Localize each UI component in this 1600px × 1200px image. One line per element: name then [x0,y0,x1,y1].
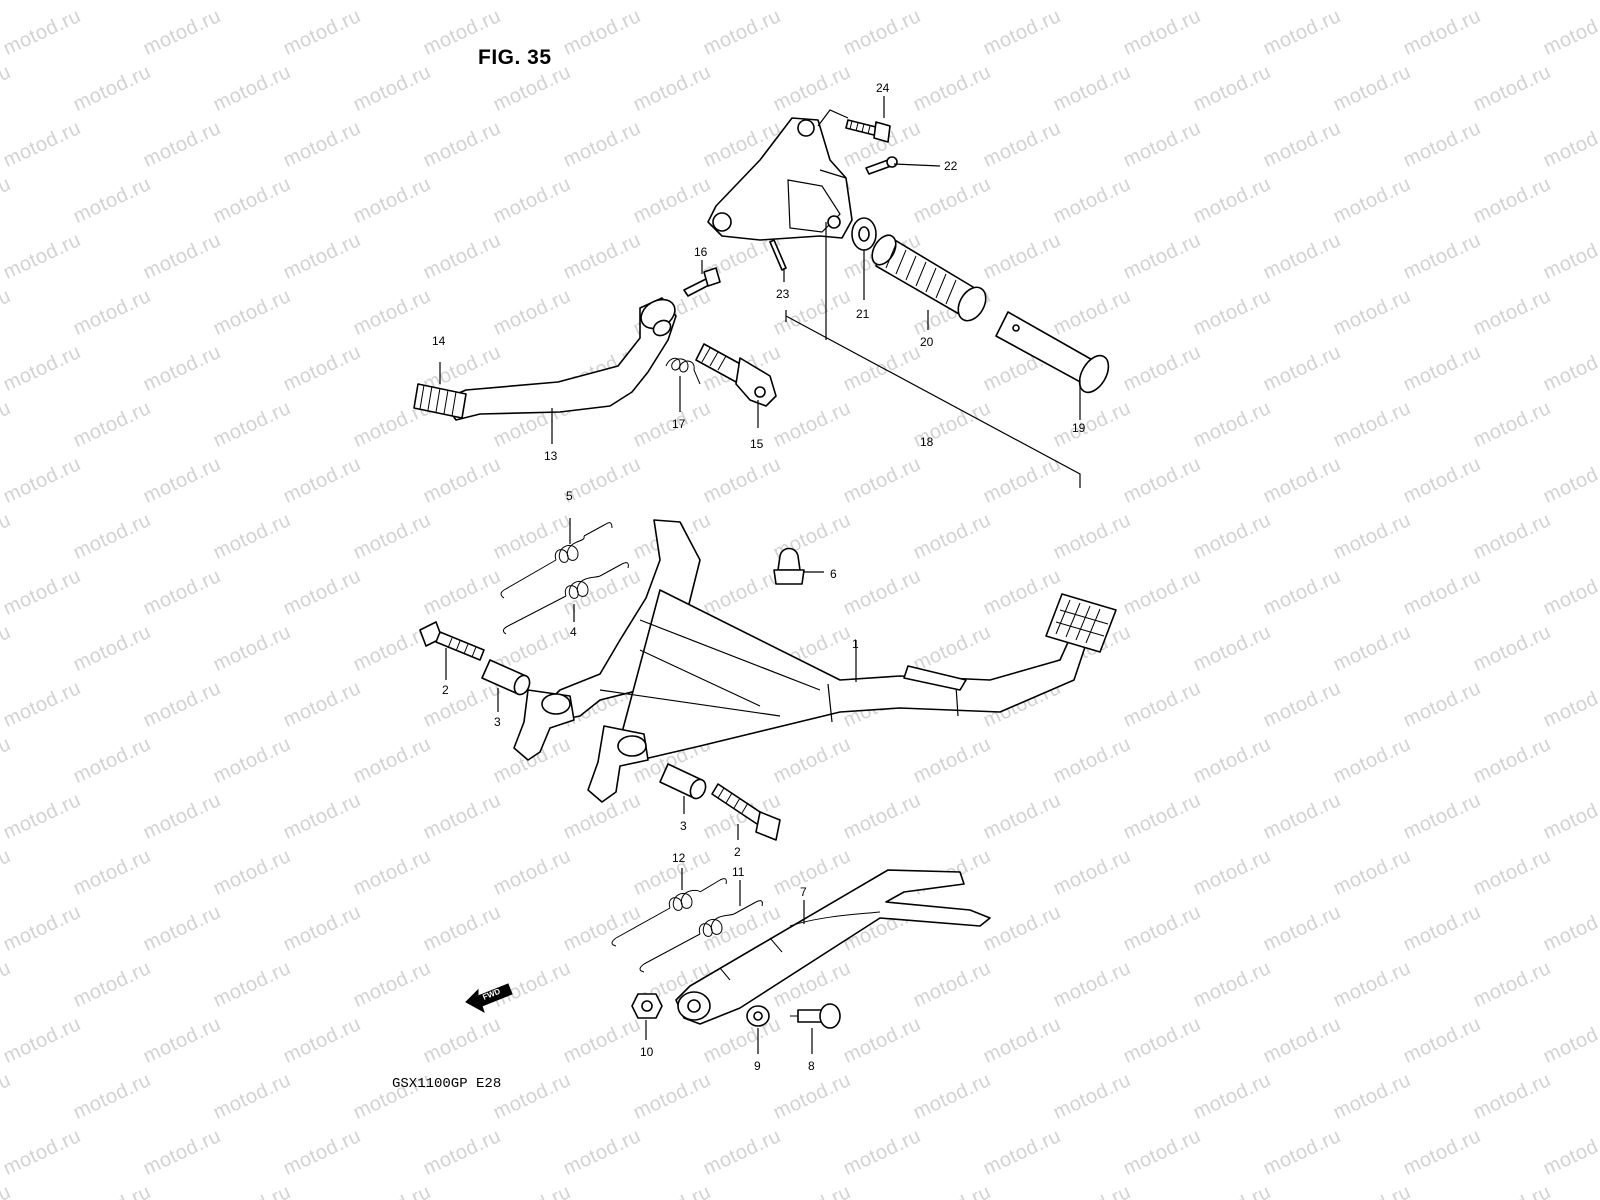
gearshift-lever-13-part [441,297,677,421]
callout-10: 10 [640,1045,654,1059]
callout-2a: 2 [442,683,449,697]
spring-12-part [611,878,727,947]
callout-18: 18 [920,435,934,449]
callout-9: 9 [754,1059,761,1073]
cotter-pin-23-part [769,239,787,271]
callout-13: 13 [544,449,558,463]
bushing-3a-part [481,659,531,696]
fwd-arrow-icon: FWD [465,983,513,1014]
callout-3a: 3 [494,715,501,729]
footrest-pin-19-part [995,311,1110,394]
callout-17: 17 [672,417,686,431]
callout-11: 11 [732,865,745,879]
callout-6: 6 [830,567,837,581]
callout-16: 16 [694,245,708,259]
bolt-24-part [845,119,891,143]
figure-title: FIG. 35 [478,46,552,69]
nut-10-part [631,993,663,1019]
model-code: GSX1100GP E28 [392,1076,502,1092]
callout-22: 22 [944,159,958,173]
gearshift-rubber-14-part [413,383,467,419]
footrest-rubber-20-part [871,234,987,322]
bolt-16-part [683,267,721,297]
footrest-bracket-part [707,117,853,241]
callout-4: 4 [570,625,577,639]
callout-15: 15 [750,437,764,451]
callout-12: 12 [672,851,686,865]
spring-5-part [500,522,613,599]
leader-lines [439,96,1081,1054]
bolt-8-part [790,1003,841,1029]
callout-19: 19 [1072,421,1086,435]
center-stand-1-part [513,519,1117,803]
callout-8: 8 [808,1059,815,1073]
bolt-2b-part [711,783,781,841]
washer-21-part [851,217,877,251]
callout-24: 24 [876,81,890,95]
callout-3b: 3 [680,819,687,833]
callout-14: 14 [432,334,446,348]
spring-11-part [639,900,763,973]
callout-23: 23 [776,287,790,301]
stopper-6-part [773,547,805,585]
callout-1: 1 [852,637,859,651]
spring-4-part [502,562,629,635]
bolt-22-part [865,156,898,175]
spring-17-part [665,357,701,385]
shift-arm-15-part [695,343,777,407]
callout-5: 5 [566,489,573,503]
leader-line-18 [785,315,1081,488]
callout-20: 20 [920,335,934,349]
callout-21: 21 [856,307,870,321]
callout-2b: 2 [734,845,741,859]
bolt-2a-part [419,621,485,661]
bushing-3b-part [659,763,707,800]
washer-9-part [746,1005,770,1027]
side-stand-7-part [675,869,991,1025]
callout-7: 7 [800,885,807,899]
